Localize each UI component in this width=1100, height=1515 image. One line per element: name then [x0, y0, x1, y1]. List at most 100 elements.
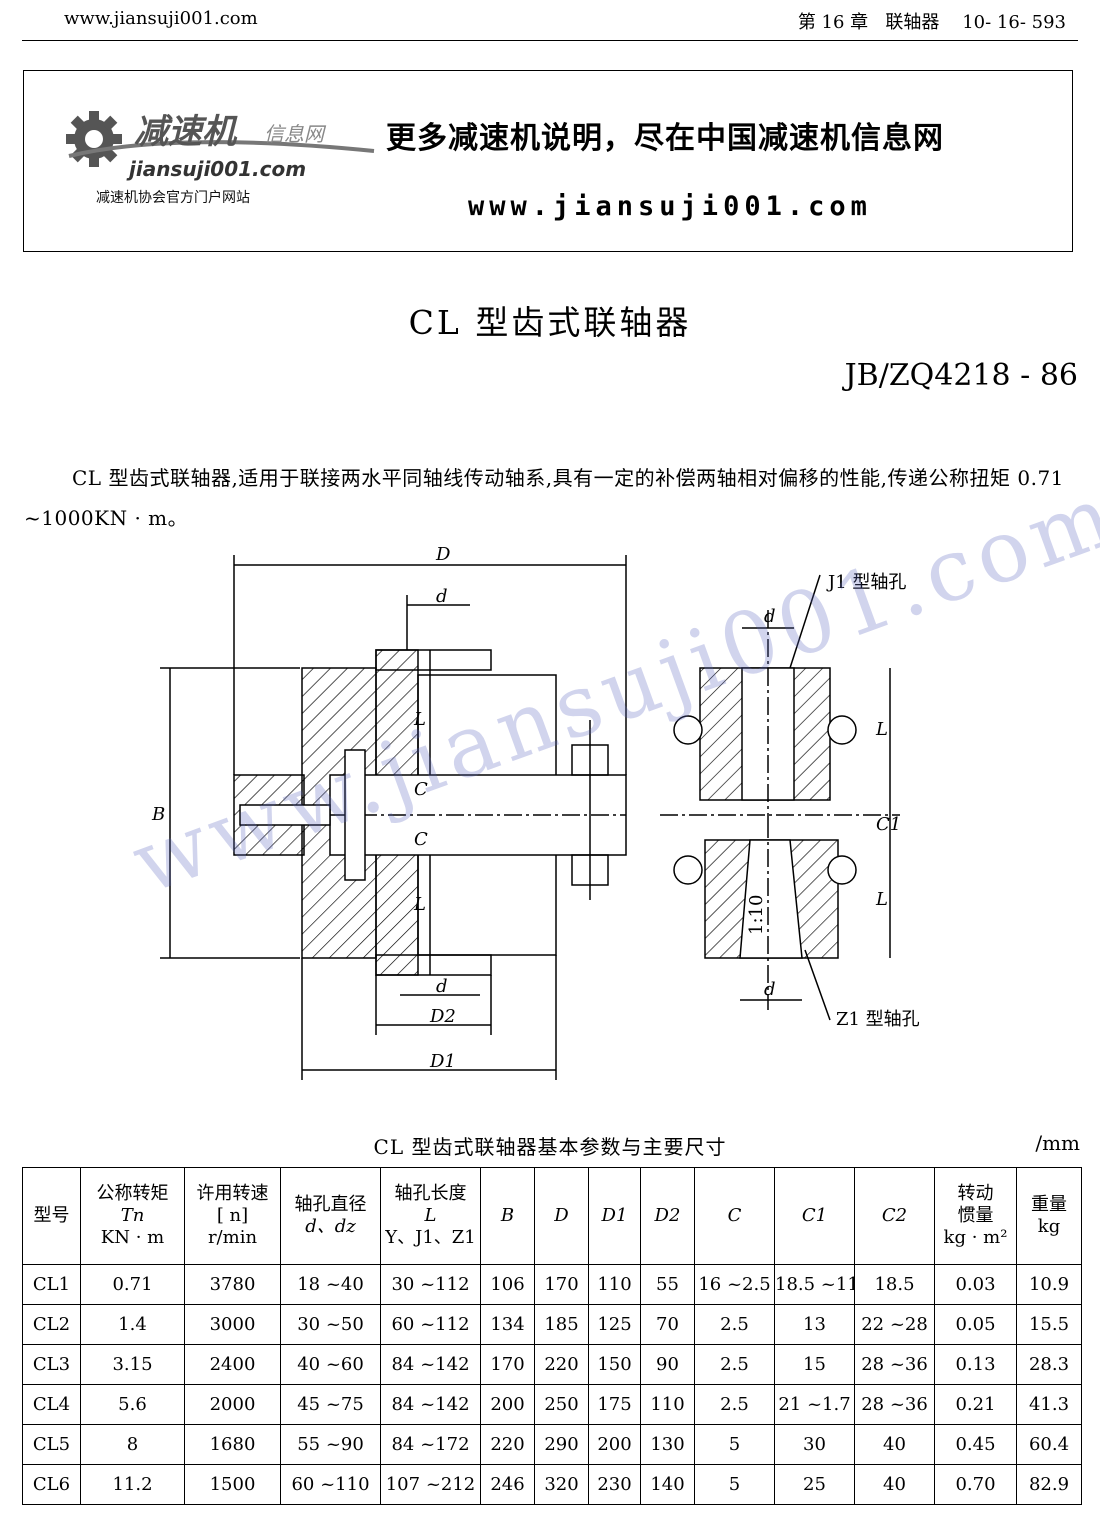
table-cell: 2000	[184, 1384, 281, 1425]
header-chapter: 第 16 章 联轴器 10- 16- 593	[797, 12, 1066, 33]
table-cell: 130	[640, 1424, 695, 1465]
j1-bore-label: J1 型轴孔	[826, 572, 906, 593]
table-cell: 3.15	[80, 1344, 185, 1385]
header-D1: D1	[588, 1167, 641, 1265]
coupling-drawing: D d B L C C L d D2 D1 d d J1 型轴孔 Z1 型轴孔	[151, 544, 920, 1080]
table-cell: 18.5	[854, 1264, 935, 1305]
dim-label-L-z1: L	[875, 889, 888, 910]
bore-detail-view	[660, 574, 900, 1021]
table-cell: 25	[774, 1464, 855, 1505]
table-cell: 28.3	[1016, 1344, 1082, 1385]
dim-label-C-top: C	[414, 779, 428, 800]
banner-url[interactable]: www.jiansuji001.com	[468, 191, 872, 222]
dim-label-D: D	[435, 544, 451, 565]
table-cell: 55 ~90	[280, 1424, 381, 1465]
table-cell: 15	[774, 1344, 855, 1385]
table-cell: 200	[480, 1384, 535, 1425]
table-cell: 30 ~50	[280, 1304, 381, 1345]
header-speed: 许用转速 [ n] r/min	[184, 1167, 281, 1265]
dim-label-D1: D1	[429, 1051, 456, 1072]
table-cell: 125	[588, 1304, 641, 1345]
table-cell: 230	[588, 1464, 641, 1505]
dim-label-L-top: L	[413, 709, 426, 730]
table-cell: 11.2	[80, 1464, 185, 1505]
table-cell: 220	[534, 1344, 589, 1385]
header-bore-length: 轴孔长度 L Y、J1、Z1	[380, 1167, 481, 1265]
header-D: D	[534, 1167, 589, 1265]
table-cell: 70	[640, 1304, 695, 1345]
table-cell: 41.3	[1016, 1384, 1082, 1425]
table-cell: 107 ~212	[380, 1464, 481, 1505]
table-cell: 84 ~142	[380, 1344, 481, 1385]
header-C2: C2	[854, 1167, 935, 1265]
table-cell: 5.6	[80, 1384, 185, 1425]
table-cell: 60 ~110	[280, 1464, 381, 1505]
site-banner: 减速机 信息网 jiansuji001.com 减速机协会官方门户网站 更多减速…	[23, 70, 1073, 252]
table-unit: /mm	[1035, 1131, 1080, 1155]
table-cell: 0.21	[934, 1384, 1017, 1425]
z1-bore-label: Z1 型轴孔	[836, 1009, 920, 1030]
table-cell: 5	[694, 1424, 775, 1465]
table-cell: 185	[534, 1304, 589, 1345]
table-cell: 2.5	[694, 1344, 775, 1385]
table-cell: 170	[534, 1264, 589, 1305]
table-cell: 90	[640, 1344, 695, 1385]
logo-url: jiansuji001.com	[129, 157, 307, 181]
page-title: CL 型齿式联轴器	[408, 303, 692, 342]
table-cell: 2400	[184, 1344, 281, 1385]
table-cell: 290	[534, 1424, 589, 1465]
table-cell: 170	[480, 1344, 535, 1385]
table-cell: 60 ~112	[380, 1304, 481, 1345]
table-cell: 13	[774, 1304, 855, 1345]
dim-label-d-top: d	[436, 586, 448, 607]
table-cell: 28 ~36	[854, 1344, 935, 1385]
table-cell: 8	[80, 1424, 185, 1465]
header-bore-diameter: 轴孔直径 d、dz	[280, 1167, 381, 1265]
table-cell: 2.5	[694, 1304, 775, 1345]
table-header-row: 型号 公称转矩 Tn KN · m 许用转速 [ n] r/min 轴孔直径 d…	[22, 1167, 1082, 1265]
table-cell: CL2	[22, 1304, 81, 1345]
table-cell: 150	[588, 1344, 641, 1385]
table-cell: 0.71	[80, 1264, 185, 1305]
header-C: C	[694, 1167, 775, 1265]
table-cell: 40	[854, 1424, 935, 1465]
dim-label-C1: C1	[876, 814, 901, 835]
banner-title: 更多减速机说明，尽在中国减速机信息网	[386, 121, 944, 156]
table-cell: 106	[480, 1264, 535, 1305]
table-cell: 40	[854, 1464, 935, 1505]
header-weight: 重量 kg	[1016, 1167, 1082, 1265]
dim-label-d-z1: d	[764, 979, 776, 1000]
coupling-section-view	[160, 555, 627, 1080]
table-cell: 0.13	[934, 1344, 1017, 1385]
header-torque: 公称转矩 Tn KN · m	[80, 1167, 185, 1265]
table-caption: CL 型齿式联轴器基本参数与主要尺寸	[373, 1135, 727, 1159]
dim-label-d-j1: d	[764, 606, 776, 627]
table-cell: CL4	[22, 1384, 81, 1425]
dim-label-L-bottom: L	[413, 894, 426, 915]
header-model: 型号	[22, 1167, 81, 1265]
table-cell: 3780	[184, 1264, 281, 1305]
table-cell: 250	[534, 1384, 589, 1425]
dim-label-B: B	[151, 804, 165, 825]
table-cell: 22 ~28	[854, 1304, 935, 1345]
table-cell: 30 ~112	[380, 1264, 481, 1305]
table-cell: 134	[480, 1304, 535, 1345]
table-cell: 2.5	[694, 1384, 775, 1425]
header-rule	[22, 40, 1078, 41]
header-B: B	[480, 1167, 535, 1265]
taper-ratio-label: 1:10	[746, 895, 767, 935]
table-cell: 84 ~142	[380, 1384, 481, 1425]
table-cell: 220	[480, 1424, 535, 1465]
table-cell: CL6	[22, 1464, 81, 1505]
dim-label-C-bottom: C	[414, 829, 428, 850]
intro-paragraph: CL 型齿式联轴器,适用于联接两水平同轴线传动轴系,具有一定的补偿两轴相对偏移的…	[24, 466, 1064, 530]
table-cell: 110	[640, 1384, 695, 1425]
logo-brand-tag: 信息网	[264, 122, 327, 146]
logo-brand-text: 减速机	[134, 112, 238, 152]
dim-label-L-j1: L	[875, 719, 888, 740]
gear-logo-icon: 减速机 信息网	[66, 111, 375, 167]
